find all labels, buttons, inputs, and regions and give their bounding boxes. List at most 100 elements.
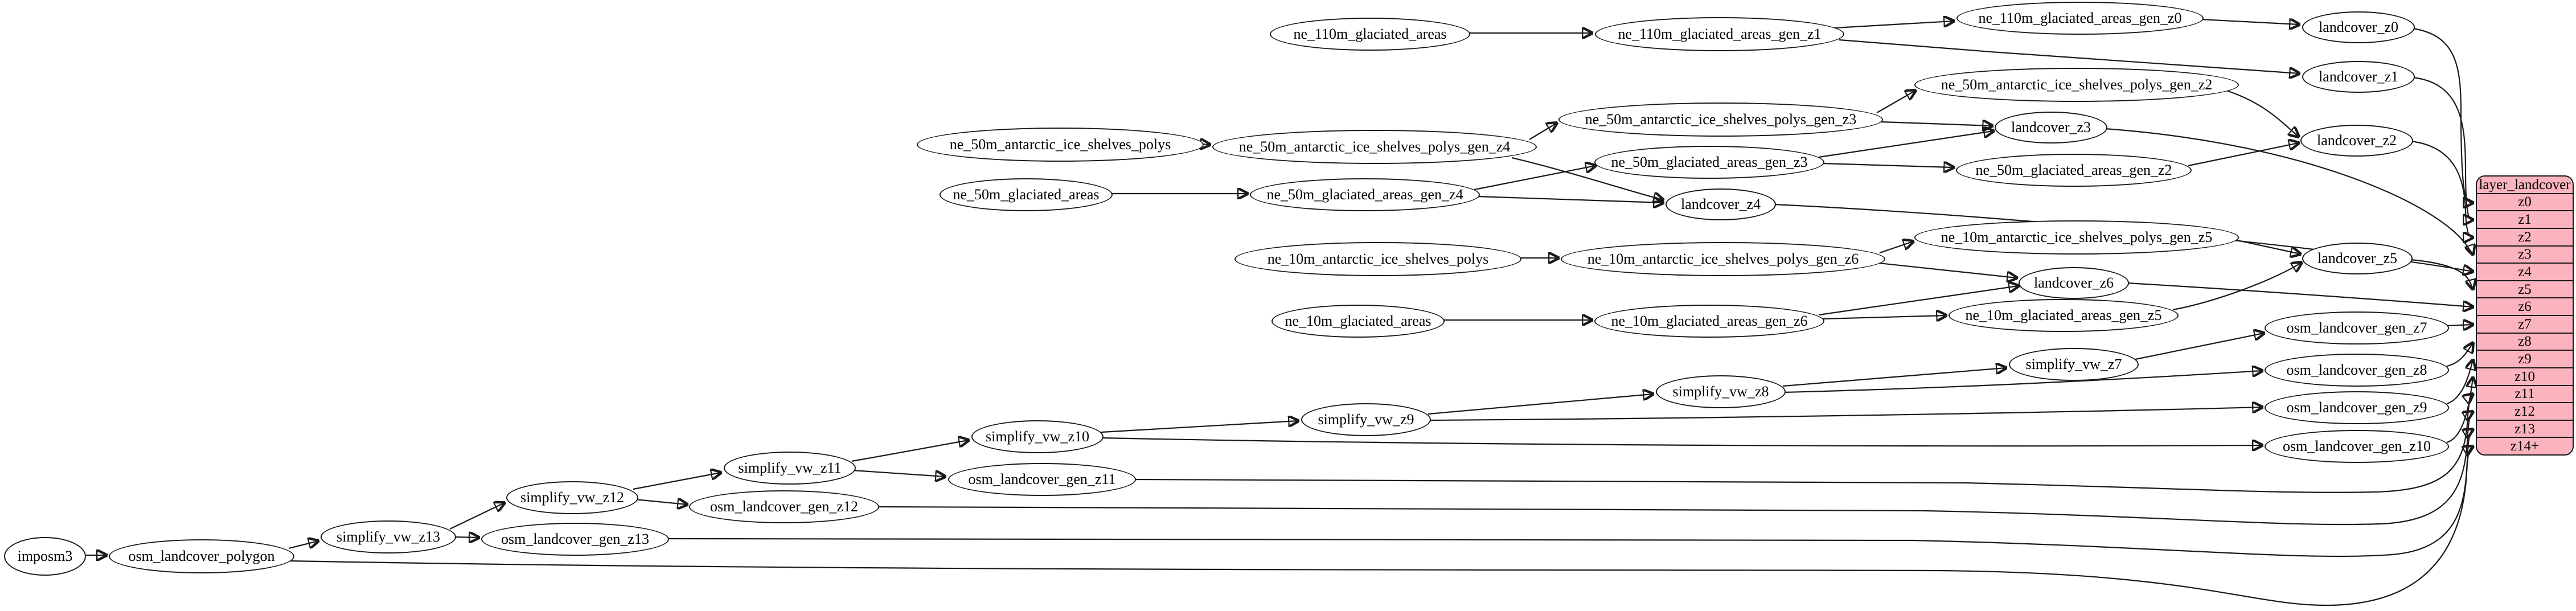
table-row-z7: z7	[2477, 315, 2573, 333]
node-label: ne_10m_antarctic_ice_shelves_polys	[1267, 251, 1489, 267]
node-label: simplify_vw_z7	[2025, 356, 2122, 372]
node-simplify-vw-z9: simplify_vw_z9	[1301, 403, 1431, 436]
node-landcover-z2: landcover_z2	[2300, 125, 2413, 157]
edge-simplify-z12-to-gen-z12	[634, 499, 687, 505]
node-ne-10m-antarctic-ice-shelves-polys: ne_10m_antarctic_ice_shelves_polys	[1234, 242, 1521, 276]
edge-simplify-z10-to-gen-z10	[1101, 437, 2262, 446]
node-simplify-vw-z12: simplify_vw_z12	[506, 481, 638, 514]
edge-shelves-genz3-to-landcover-z3	[1880, 122, 1992, 126]
table-row-z3: z3	[2477, 245, 2573, 263]
node-label: simplify_vw_z9	[1318, 411, 1414, 428]
table-row-z2: z2	[2477, 227, 2573, 245]
node-ne-50m-antarctic-ice-shelves-polys-gen-z3: ne_50m_antarctic_ice_shelves_polys_gen_z…	[1558, 102, 1883, 137]
edge-genz0-to-landcover-z0	[2200, 19, 2299, 24]
edge-genz1-to-genz0	[1834, 21, 1954, 29]
edge-polygon-to-row-z14	[289, 446, 2473, 606]
table-row-z11: z11	[2477, 384, 2573, 403]
edge-shelves-genz3-to-genz2	[1876, 91, 1915, 113]
node-label: ne_50m_glaciated_areas	[953, 186, 1100, 203]
node-label: simplify_vw_z10	[986, 428, 1089, 445]
edge-genz1-to-landcover-z1	[1839, 39, 2299, 73]
table-row-z8: z8	[2477, 332, 2573, 350]
node-label: ne_50m_antarctic_ice_shelves_polys	[949, 136, 1171, 153]
node-label: osm_landcover_gen_z12	[710, 498, 858, 515]
table-row-z6: z6	[2477, 297, 2573, 315]
node-osm-landcover-gen-z13: osm_landcover_gen_z13	[481, 523, 669, 556]
node-imposm3: imposm3	[4, 537, 86, 576]
edge-glaciated50-genz4-to-landcover-z4	[1477, 195, 1663, 203]
node-osm-landcover-polygon: osm_landcover_polygon	[109, 539, 294, 573]
node-label: imposm3	[17, 548, 73, 564]
edge-shelves-genz4-to-genz3	[1529, 123, 1557, 140]
node-simplify-vw-z13: simplify_vw_z13	[321, 520, 456, 553]
edge-glaciated50-genz2-to-landcover-z2	[2188, 143, 2299, 167]
node-simplify-vw-z11: simplify_vw_z11	[724, 452, 856, 485]
edge-landcover-z5-to-row-z5	[2410, 259, 2473, 289]
edge-glaciated50-genz3-to-genz2	[1822, 163, 1954, 167]
node-landcover-z1: landcover_z1	[2302, 61, 2415, 93]
node-landcover-z4: landcover_z4	[1666, 188, 1776, 220]
node-simplify-vw-z10: simplify_vw_z10	[971, 420, 1104, 453]
node-label: osm_landcover_gen_z7	[2286, 319, 2427, 336]
table-layer-landcover: layer_landcover z0 z1 z2 z3 z4 z5 z6 z7 …	[2476, 175, 2574, 456]
edge-shelves10-genz5-to-landcover-z5	[2234, 239, 2300, 254]
table-row-z12: z12	[2477, 402, 2573, 420]
node-simplify-vw-z7: simplify_vw_z7	[2009, 348, 2139, 381]
node-label: osm_landcover_gen_z9	[2286, 399, 2427, 416]
node-label: ne_10m_antarctic_ice_shelves_polys_gen_z…	[1941, 229, 2213, 245]
edge-glaciated10-genz6-to-genz5	[1822, 315, 1946, 319]
node-landcover-z3: landcover_z3	[1995, 112, 2107, 143]
edge-polygon-to-simplify-z13	[288, 541, 318, 550]
node-label: osm_landcover_gen_z10	[2283, 438, 2431, 454]
node-label: ne_110m_glaciated_areas	[1293, 26, 1447, 42]
node-ne-10m-glaciated-areas-gen-z5: ne_10m_glaciated_areas_gen_z5	[1949, 299, 2179, 332]
node-landcover-z0: landcover_z0	[2302, 11, 2415, 43]
node-label: simplify_vw_z11	[738, 460, 842, 476]
node-label: landcover_z6	[2033, 274, 2114, 291]
node-label: ne_50m_glaciated_areas_gen_z3	[1611, 154, 1808, 170]
node-osm-landcover-gen-z7: osm_landcover_gen_z7	[2265, 311, 2449, 345]
edge-gen-z13-to-row-z13	[666, 429, 2473, 557]
node-label: landcover_z4	[1680, 196, 1761, 212]
edge-shelves-genz4-to-landcover-z4	[1511, 157, 1663, 200]
node-label: osm_landcover_gen_z13	[501, 531, 649, 547]
node-osm-landcover-gen-z8: osm_landcover_gen_z8	[2265, 354, 2449, 387]
table-row-z1: z1	[2477, 210, 2573, 228]
node-ne-110m-glaciated-areas-gen-z0: ne_110m_glaciated_areas_gen_z0	[1956, 2, 2204, 35]
table-row-z5: z5	[2477, 280, 2573, 298]
node-ne-110m-glaciated-areas-gen-z1: ne_110m_glaciated_areas_gen_z1	[1595, 17, 1844, 51]
node-ne-110m-glaciated-areas: ne_110m_glaciated_areas	[1270, 18, 1470, 51]
node-label: landcover_z1	[2318, 68, 2399, 85]
edge-landcover-z6-to-row-z6	[2126, 282, 2473, 307]
edge-landcover-z2-to-row-z2	[2410, 140, 2473, 237]
node-label: landcover_z0	[2318, 19, 2399, 35]
edge-landcover-z0-to-row-z0	[2412, 27, 2473, 203]
edge-simplify-z11-to-z10	[851, 440, 969, 462]
table-row-z9: z9	[2477, 350, 2573, 367]
edge-simplify-z9-to-z8	[1428, 394, 1653, 415]
node-ne-50m-antarctic-ice-shelves-polys-gen-z4: ne_50m_antarctic_ice_shelves_polys_gen_z…	[1212, 130, 1537, 164]
node-label: simplify_vw_z8	[1672, 383, 1769, 400]
node-label: ne_50m_glaciated_areas_gen_z4	[1266, 186, 1463, 203]
node-osm-landcover-gen-z11: osm_landcover_gen_z11	[948, 463, 1136, 496]
edge-gen-z12-to-row-z12	[876, 412, 2473, 526]
edge-simplify-z11-to-gen-z11	[852, 469, 945, 477]
table-row-z10: z10	[2477, 367, 2573, 385]
edge-glaciated50-genz3-to-landcover-z3	[1818, 131, 1993, 158]
node-label: osm_landcover_polygon	[128, 548, 275, 564]
edge-gen-z9-to-row-z9	[2446, 360, 2473, 405]
edge-simplify-z8-to-gen-z8	[1782, 371, 2262, 393]
node-ne-50m-glaciated-areas-gen-z4: ne_50m_glaciated_areas_gen_z4	[1250, 178, 1480, 211]
edge-simplify-z10-to-z9	[1101, 421, 1298, 433]
node-label: simplify_vw_z13	[337, 528, 440, 545]
edge-simplify-z12-to-z11	[633, 473, 721, 490]
edge-simplify-z8-to-z7	[1782, 368, 2006, 387]
edge-simplify-z7-to-gen-z7	[2135, 333, 2264, 360]
edge-simplify-z9-to-gen-z9	[1428, 407, 2262, 421]
node-osm-landcover-gen-z10: osm_landcover_gen_z10	[2265, 430, 2449, 463]
node-label: simplify_vw_z12	[520, 489, 624, 506]
edge-simplify-z13-to-z12	[449, 503, 504, 530]
table-row-z13: z13	[2477, 419, 2573, 437]
